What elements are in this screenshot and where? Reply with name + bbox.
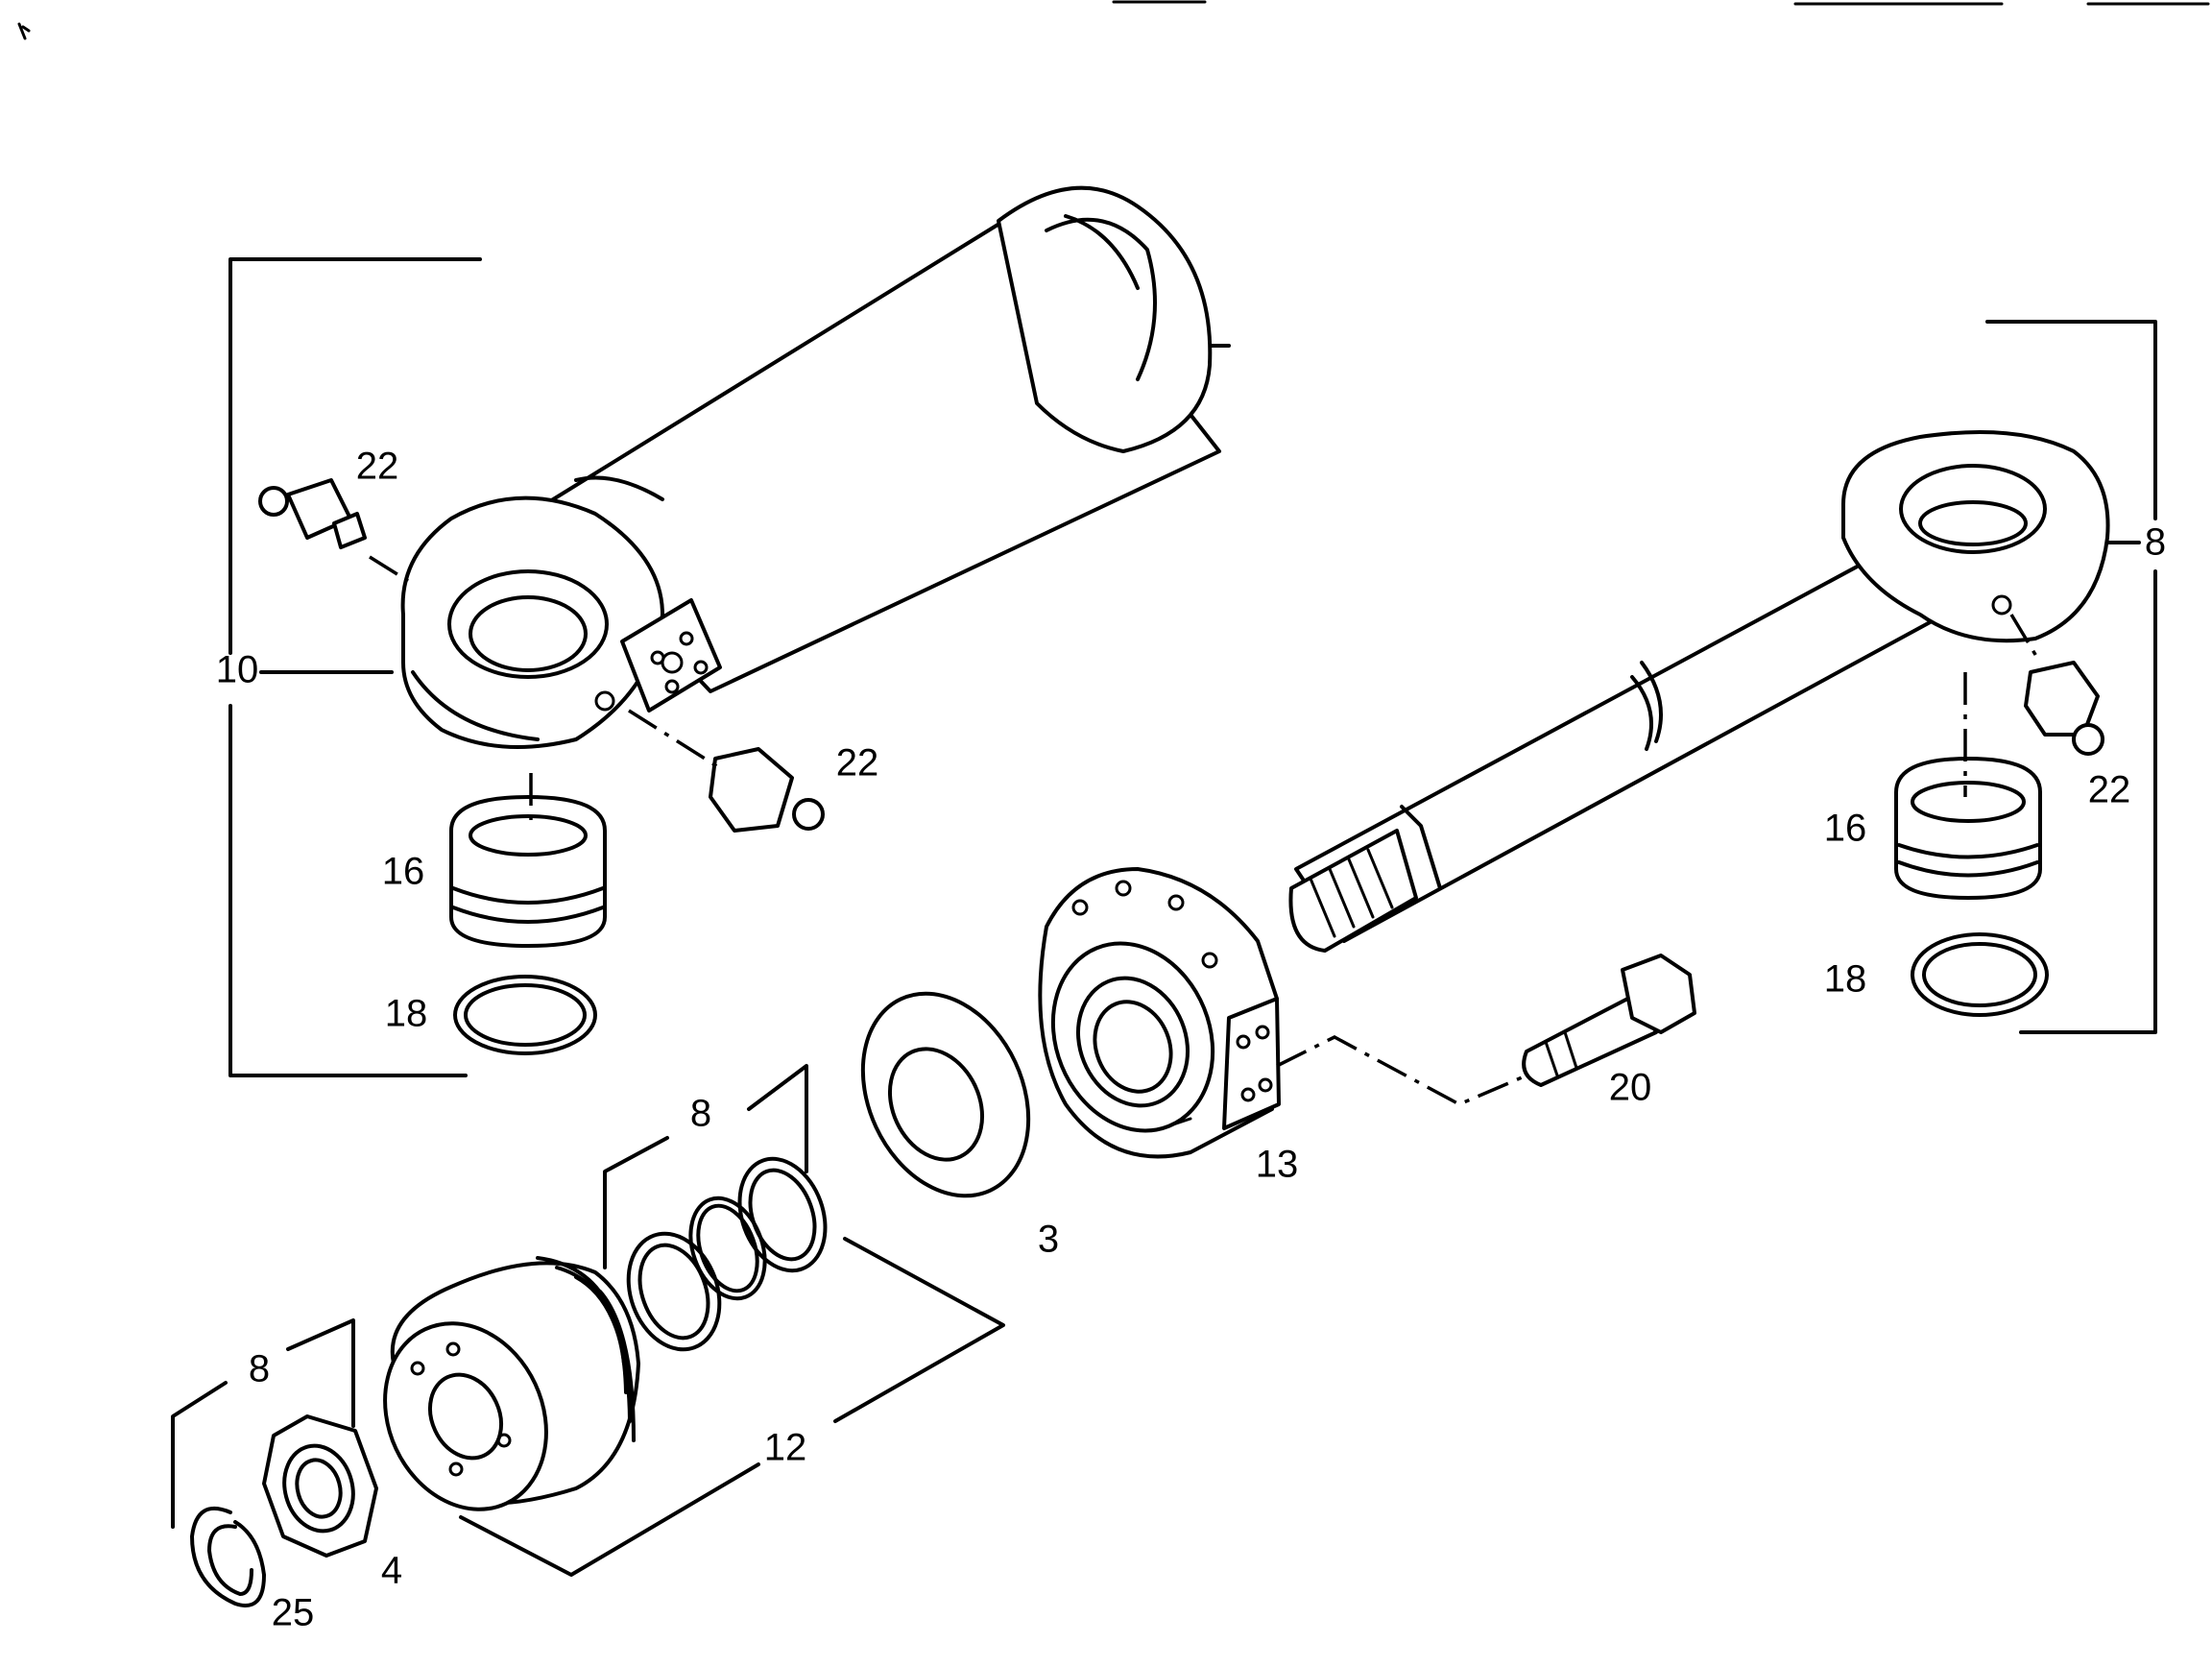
- callout-22-top-left: 22: [356, 446, 399, 488]
- callout-22-mid-left: 22: [836, 742, 879, 785]
- bracket-8-lower: [171, 1318, 355, 1529]
- callout-18-right: 18: [1824, 958, 1867, 1001]
- cylinder-barrel: [400, 185, 1231, 749]
- bolt: [1522, 954, 1696, 1087]
- callout-8-seals: 8: [690, 1093, 711, 1135]
- callout-10: 10: [216, 649, 259, 691]
- callout-18-left: 18: [385, 993, 428, 1035]
- leader-22-right: [2009, 614, 2042, 664]
- callout-3: 3: [1038, 1219, 1059, 1261]
- leader-20-path: [1276, 1035, 1527, 1106]
- bracket-8-seals: [603, 1064, 808, 1269]
- bushing-left: [449, 795, 607, 948]
- callout-22-right: 22: [2088, 769, 2131, 811]
- callout-25: 25: [272, 1592, 315, 1634]
- piston-seals: [626, 1156, 828, 1352]
- bracket-8-right: [1985, 320, 2157, 1034]
- callout-13: 13: [1256, 1144, 1299, 1186]
- piston-rod: [1288, 430, 2110, 953]
- bushing-right: [1894, 757, 2042, 900]
- callout-16-right: 16: [1824, 808, 1867, 850]
- leader-22-mid-left: [628, 709, 721, 770]
- lock-nut: [262, 1414, 378, 1558]
- callout-8-right: 8: [2145, 521, 2166, 564]
- piston: [383, 1256, 640, 1511]
- wiper-seal: [860, 991, 1031, 1198]
- callout-8-lower: 8: [249, 1348, 270, 1390]
- bracket-12: [459, 1237, 1005, 1577]
- leader-22-top-left: [369, 555, 409, 583]
- corner-mark: [17, 22, 31, 40]
- grease-fitting-right: [2024, 661, 2104, 756]
- grease-fitting-top-left: [258, 478, 367, 549]
- callout-12: 12: [764, 1427, 807, 1469]
- callout-16-left: 16: [382, 851, 425, 893]
- bracket-10: [228, 257, 482, 1077]
- callout-4: 4: [381, 1550, 402, 1592]
- snap-ring-right: [1911, 932, 2049, 1017]
- callout-20: 20: [1609, 1067, 1652, 1109]
- circlip: [190, 1507, 266, 1607]
- snap-ring-left: [453, 975, 597, 1055]
- grease-fitting-mid-left: [709, 747, 825, 833]
- gland-head: [1038, 867, 1281, 1159]
